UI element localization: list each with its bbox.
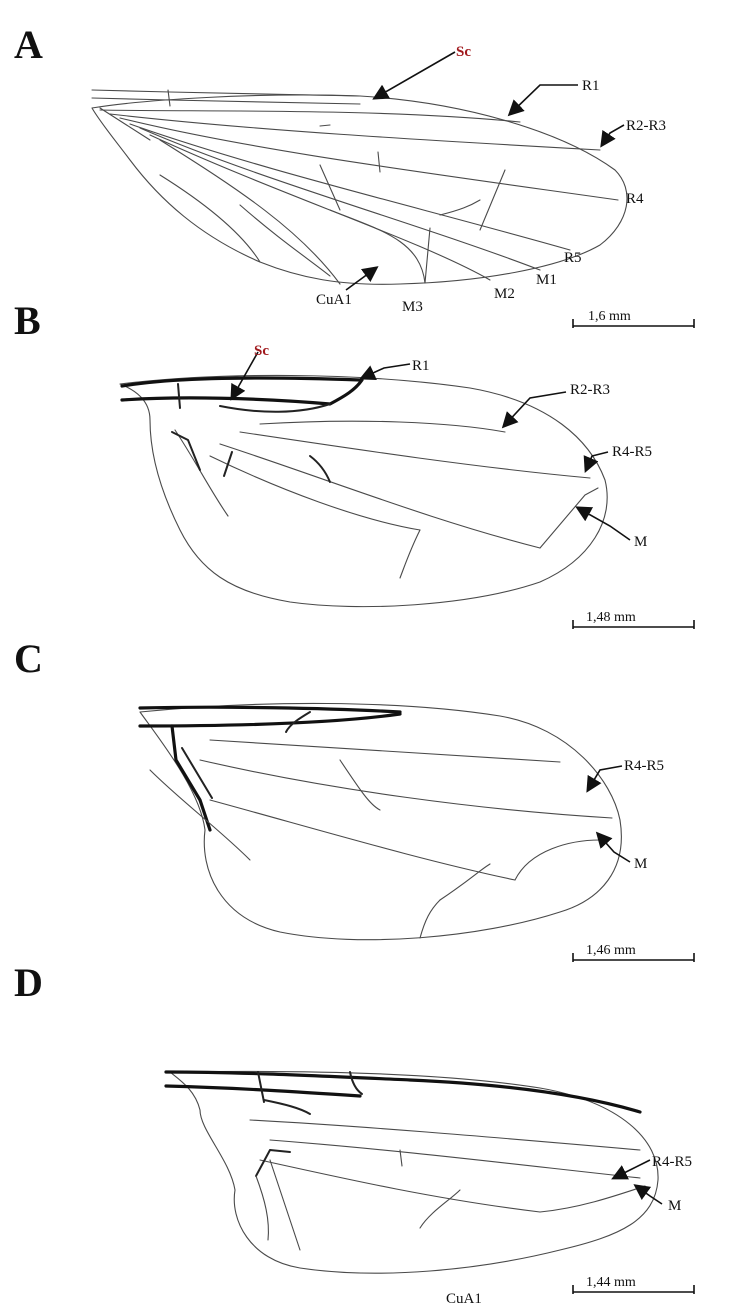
r4r5-arrow <box>614 1160 650 1178</box>
r1-arrow <box>510 85 578 114</box>
m-arrow <box>578 508 630 540</box>
costa-vein <box>166 1072 640 1112</box>
scale-bar: 1,44 mm <box>573 1275 694 1294</box>
r2r3-label: R2-R3 <box>570 382 610 398</box>
scale-label: 1,46 mm <box>586 943 636 958</box>
m-vein <box>210 800 515 880</box>
m-label: M <box>634 534 647 550</box>
panel-c: C R4-R5 M 1,46 mm <box>14 636 694 962</box>
scale-label: 1,6 mm <box>588 309 631 324</box>
r4r5-arrow <box>588 766 622 790</box>
panel-letter: B <box>14 298 41 343</box>
sc-label: Sc <box>254 343 269 359</box>
panel-letter: A <box>14 22 43 67</box>
wing-a <box>92 90 627 284</box>
wing-b <box>120 375 607 606</box>
m-label: M <box>668 1198 681 1214</box>
scale-bar: 1,46 mm <box>573 943 694 962</box>
r5-label: R5 <box>564 250 582 266</box>
cua1-arrow <box>346 268 376 290</box>
m2-label: M2 <box>494 286 515 302</box>
m3-vein <box>330 210 425 283</box>
r1-label: R1 <box>582 78 600 94</box>
panel-d: D R4-R5 M CuA1 1,44 mm <box>14 960 694 1307</box>
r4-vein <box>120 118 618 200</box>
cua1-label: CuA1 <box>316 292 352 308</box>
scale-bar: 1,48 mm <box>573 610 694 629</box>
r4r5-vein <box>240 432 590 478</box>
scale-label: 1,48 mm <box>586 610 636 625</box>
r4r5-arrow <box>586 452 608 470</box>
r4r5-label: R4-R5 <box>624 758 664 774</box>
scale-bar: 1,6 mm <box>573 309 694 328</box>
r2r3-vein <box>250 1120 640 1150</box>
r4r5-label: R4-R5 <box>652 1154 692 1170</box>
m-vein <box>260 1160 540 1212</box>
r1-vein <box>100 110 520 122</box>
m-vein <box>220 444 540 548</box>
m1-vein <box>140 128 540 270</box>
r5-vein <box>130 124 570 250</box>
r1-label: R1 <box>412 358 430 374</box>
r1-arrow <box>362 364 410 378</box>
costa-vein <box>92 90 360 96</box>
r4r5-label: R4-R5 <box>612 444 652 460</box>
r4r5-vein <box>200 760 612 818</box>
scale-label: 1,44 mm <box>586 1275 636 1290</box>
wing-outline <box>140 703 621 939</box>
m1-label: M1 <box>536 272 557 288</box>
panel-a: A <box>14 22 694 328</box>
sc-label: Sc <box>456 44 471 60</box>
panel-letter: C <box>14 636 43 681</box>
wing-d <box>166 1071 658 1273</box>
m-arrow <box>598 834 630 862</box>
m-arrow <box>636 1186 662 1204</box>
costa-vein <box>140 707 400 712</box>
panel-b: B Sc R1 R2-R3 R4-R5 M <box>14 298 694 629</box>
r2r3-vein <box>260 421 505 432</box>
r2r3-label: R2-R3 <box>626 118 666 134</box>
wing-outline <box>120 375 607 606</box>
sc-arrow <box>375 52 455 98</box>
m-label: M <box>634 856 647 872</box>
r2r3-vein <box>210 740 560 762</box>
m3-label: M3 <box>402 299 423 315</box>
cua1-label: CuA1 <box>446 1291 482 1307</box>
r4-label: R4 <box>626 191 644 207</box>
wing-c <box>140 703 621 939</box>
panel-letter: D <box>14 960 43 1005</box>
r2r3-arrow <box>602 125 624 145</box>
